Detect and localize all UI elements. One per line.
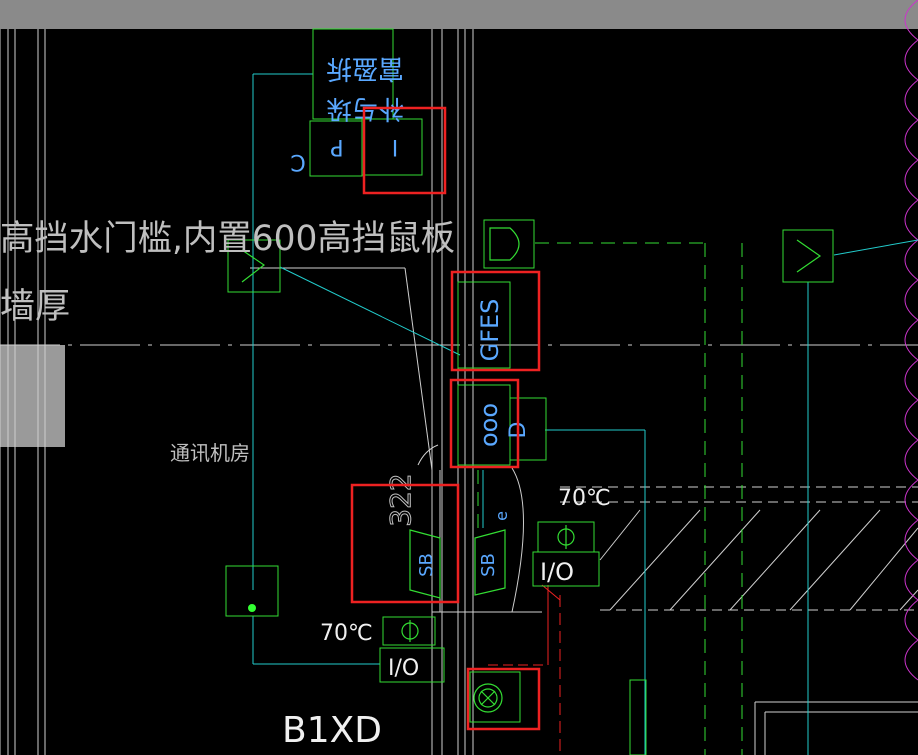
- dim-322-label: 322: [384, 473, 417, 526]
- highlight-box-sb: [350, 483, 460, 604]
- symbol-marks: [241, 227, 822, 642]
- io-label-b: I/O: [388, 656, 419, 681]
- green-dashed-lines: [477, 242, 743, 755]
- door-lines: [250, 267, 542, 613]
- hatch-area: [560, 486, 918, 611]
- node-dot: [248, 604, 256, 612]
- io-label-a: I/O: [540, 558, 574, 586]
- box-c-label: C: [290, 149, 305, 174]
- temp-label-a: 70℃: [558, 486, 611, 511]
- box-p-label: P: [330, 134, 343, 159]
- white-labels: 70℃ 70℃ I/O I/O B1XD: [282, 486, 611, 751]
- highlight-box-ooo: [449, 378, 520, 469]
- highlight-box-gfes: [450, 270, 541, 372]
- top-label-a: 富盈拆: [326, 53, 404, 83]
- red-highlight-boxes: [350, 106, 541, 731]
- toolbar-strip: [0, 0, 918, 29]
- small-e-label: e: [492, 511, 511, 521]
- heading-line1: 高挡水门槛,内置600高挡鼠板: [0, 219, 455, 259]
- sb-left-label: SB: [416, 553, 437, 577]
- exhaust-fan-icon: [473, 683, 503, 713]
- box-i-label: I: [392, 134, 399, 159]
- ooo-label: ooo: [475, 403, 503, 447]
- wall-lines: [0, 29, 918, 755]
- highlight-box-i: [362, 106, 447, 195]
- cyan-lines: [252, 73, 918, 755]
- gray-block: [0, 345, 65, 447]
- sb-right-label: SB: [478, 553, 499, 577]
- temp-label-b: 70℃: [320, 621, 373, 646]
- gray-labels: 高挡水门槛,内置600高挡鼠板 墙厚 通讯机房 322: [0, 219, 455, 527]
- green-boxes: [225, 28, 834, 755]
- highlight-box-fan: [466, 667, 541, 731]
- red-dashed-lines: [488, 584, 561, 755]
- magenta-boundary: [904, 0, 918, 681]
- heading-line2: 墙厚: [0, 287, 70, 327]
- bottom-tag: B1XD: [282, 710, 382, 751]
- room-label: 通讯机房: [170, 441, 250, 465]
- gfes-label: GFES: [476, 299, 504, 362]
